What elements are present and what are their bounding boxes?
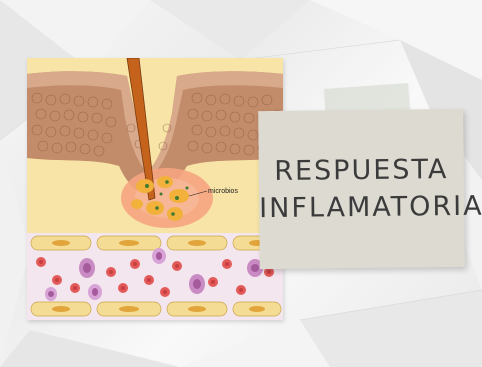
label-microbios: microbios	[208, 188, 238, 195]
inflammation-illustration: microbios	[27, 58, 283, 320]
title-line-1: RESPUESTA	[259, 154, 464, 187]
title-line-2: INFLAMATORIA	[259, 191, 464, 224]
title-card: RESPUESTA INFLAMATORIA	[258, 109, 465, 269]
vessel-cells-bottom	[31, 302, 281, 316]
vessel-cells-top	[31, 236, 281, 250]
